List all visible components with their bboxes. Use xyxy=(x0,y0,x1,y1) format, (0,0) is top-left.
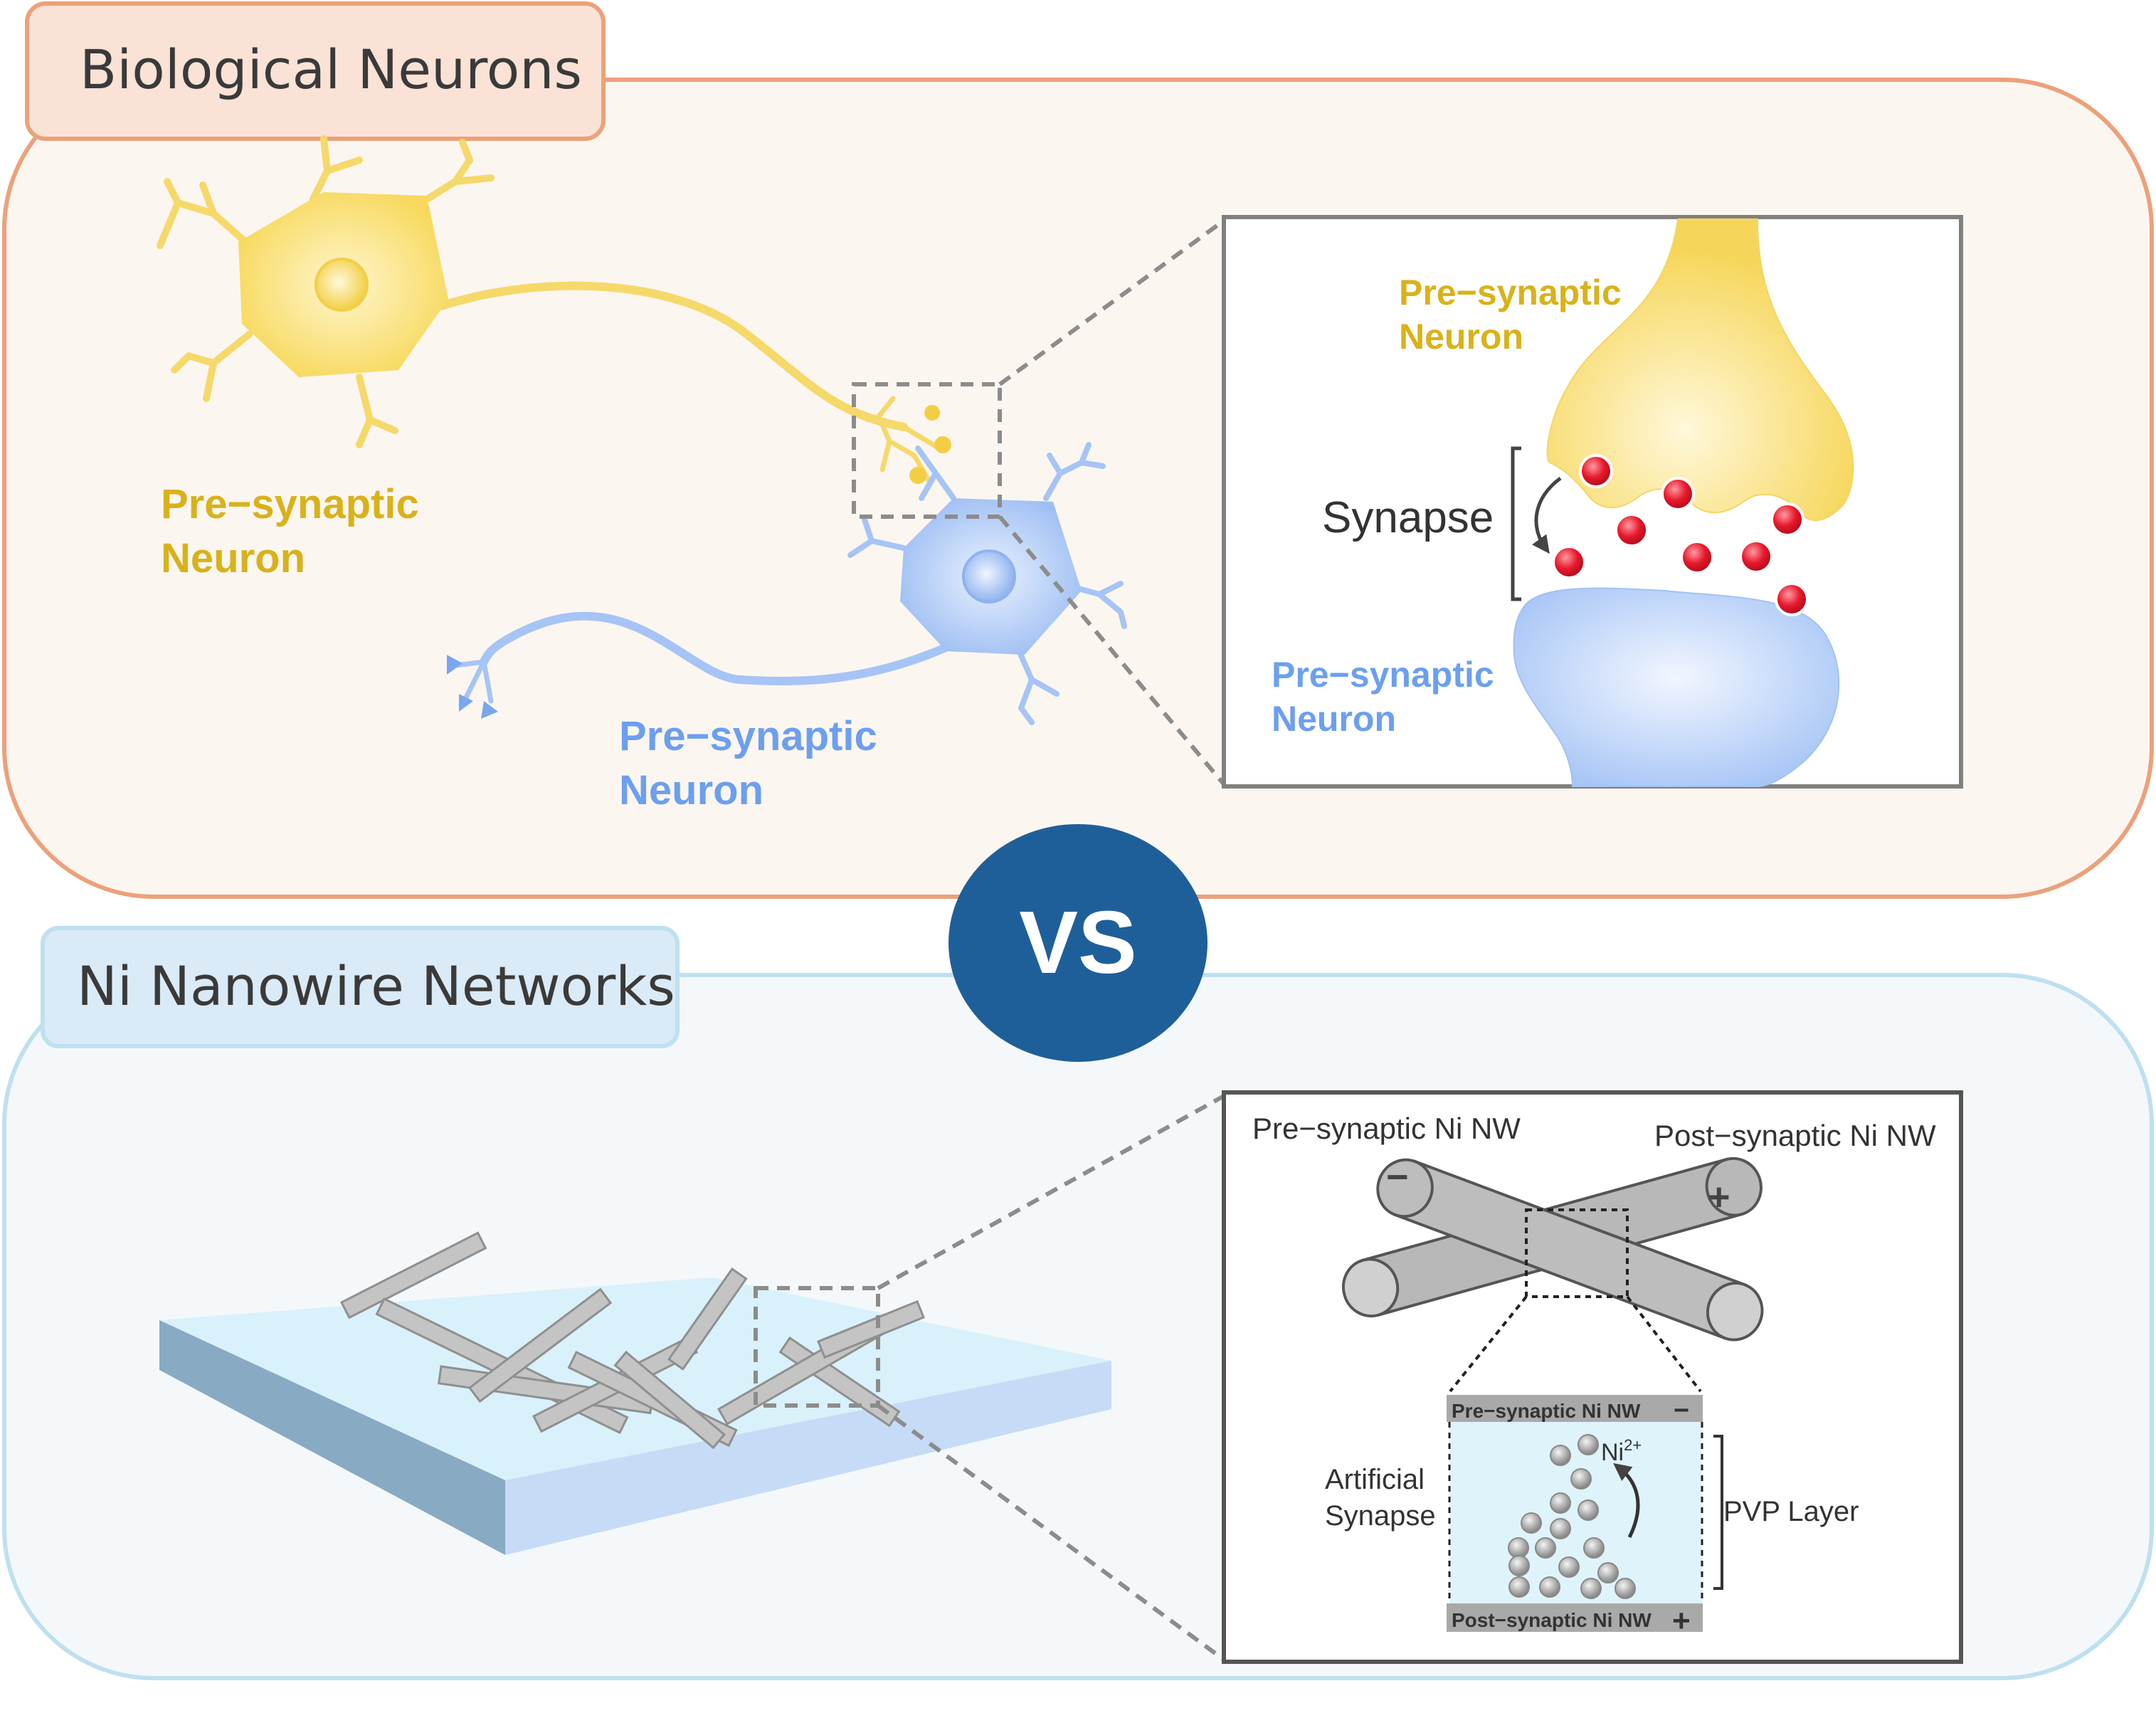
bottom-electrode-bar xyxy=(1447,1603,1703,1632)
left-presynaptic-label-line2: Neuron xyxy=(161,535,305,581)
synapse-bracket xyxy=(1511,446,1521,601)
pvp-bracket xyxy=(1713,1435,1723,1590)
inset-postsynaptic-label-line1: Pre−synaptic xyxy=(1272,655,1494,695)
presynaptic-terminal xyxy=(1546,218,1854,522)
synapse-zoom-box xyxy=(852,382,1002,519)
blue-axon xyxy=(480,611,958,686)
yellow-axon xyxy=(437,281,908,431)
pvp-layer-region xyxy=(1449,1422,1702,1603)
pvp-layer-label: PVP Layer xyxy=(1723,1496,1859,1527)
ni-nanowire-panel: Ni Nanowire Networks Pre− xyxy=(2,926,2154,1680)
yellow-terminal-buttons xyxy=(909,405,951,484)
biological-neurons-panel: Biological Neurons xyxy=(2,1,2154,899)
blue-terminal-buttons xyxy=(447,655,498,719)
crossing-nanowires: − + xyxy=(1341,1156,1764,1342)
postsynaptic-neuron-blue xyxy=(453,442,1127,725)
left-postsynaptic-label-line1: Pre−synaptic xyxy=(619,713,877,759)
substrate-right-face xyxy=(505,1361,1111,1555)
nanowire-inset: Pre−synaptic Ni NW Post−synaptic Ni NW −… xyxy=(1222,1090,1963,1664)
blue-nucleus xyxy=(962,549,1016,603)
inset-postsynaptic-label-line2: Neuron xyxy=(1272,699,1396,739)
pre-wire-minus-sign: − xyxy=(1386,1156,1409,1198)
vs-badge: VS xyxy=(948,824,1208,1062)
inset-synapse-label: Synapse xyxy=(1322,493,1494,542)
junction-detail-box xyxy=(1525,1208,1629,1298)
substrate-left-face xyxy=(159,1320,505,1555)
postsynaptic-terminal xyxy=(1513,587,1840,787)
yellow-axon-terminals xyxy=(865,396,942,483)
top-electrode-bar xyxy=(1447,1395,1703,1422)
top-electrode-minus: − xyxy=(1674,1396,1689,1425)
ni-ion-particles xyxy=(1508,1434,1636,1599)
bottom-panel-tab xyxy=(41,926,680,1048)
synapse-inset: Synapse Pre−synaptic Neuron Pre−synaptic… xyxy=(1222,215,1963,789)
yellow-nucleus xyxy=(315,258,369,312)
ion-label: Ni2+ xyxy=(1601,1436,1642,1466)
detail-leader-right xyxy=(1626,1295,1702,1393)
nw-zoom-leader-top xyxy=(877,1094,1225,1290)
artificial-synapse-label-line2: Synapse xyxy=(1325,1500,1436,1532)
pre-nw-label: Pre−synaptic Ni NW xyxy=(1252,1112,1521,1145)
neurotransmitter-vesicles xyxy=(1552,454,1809,616)
ion-charge: 2+ xyxy=(1624,1436,1642,1454)
inset-presynaptic-label-line2: Neuron xyxy=(1399,317,1523,357)
vs-badge-text: VS xyxy=(1019,894,1136,992)
top-panel-title: Biological Neurons xyxy=(80,38,582,101)
artificial-synapse-label-line1: Artificial xyxy=(1325,1464,1425,1495)
top-panel-tab xyxy=(25,1,606,141)
post-nw-label: Post−synaptic Ni NW xyxy=(1654,1119,1936,1152)
nanowire-network xyxy=(339,1231,926,1450)
left-presynaptic-label-line1: Pre−synaptic xyxy=(161,481,419,527)
presynaptic-neuron-yellow xyxy=(157,135,942,483)
top-electrode-label: Pre−synaptic Ni NW xyxy=(1452,1400,1641,1422)
vs-badge-circle xyxy=(948,824,1208,1062)
yellow-dendrites xyxy=(157,135,495,448)
nw-zoom-leader-bottom xyxy=(877,1403,1225,1662)
zoom-leader-top xyxy=(998,218,1225,386)
bottom-electrode-plus: + xyxy=(1672,1603,1691,1638)
left-postsynaptic-label-line2: Neuron xyxy=(619,767,763,813)
bottom-panel-title: Ni Nanowire Networks xyxy=(77,954,675,1018)
zoom-leader-bottom xyxy=(998,515,1226,786)
detail-leader-left xyxy=(1449,1295,1528,1393)
post-wire-plus-sign: + xyxy=(1708,1176,1730,1218)
pre-synaptic-wire xyxy=(1376,1158,1764,1342)
bottom-electrode-label: Post−synaptic Ni NW xyxy=(1452,1609,1652,1631)
synapse-arrow xyxy=(1532,476,1562,554)
ion-migration-arrow xyxy=(1613,1462,1640,1539)
ion-symbol: Ni xyxy=(1601,1439,1624,1466)
junction-zoom-box xyxy=(754,1286,880,1408)
junction-cross-section: Pre−synaptic Ni NW − Post−synaptic Ni NW… xyxy=(1325,1395,1859,1638)
inset-presynaptic-label-line1: Pre−synaptic xyxy=(1399,273,1622,312)
